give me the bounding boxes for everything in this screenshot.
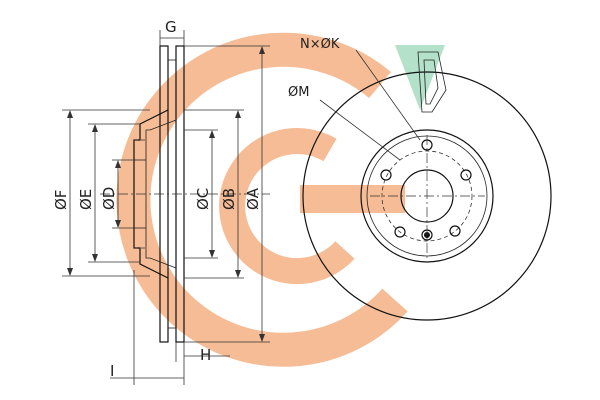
label-E: ØE <box>77 189 95 210</box>
vent-section-inner <box>423 59 439 105</box>
label-F: ØF <box>52 190 70 210</box>
vent-section <box>417 51 447 113</box>
disc-outer-edge <box>302 71 552 321</box>
label-K: N×ØK <box>300 37 340 52</box>
bolt-hole <box>380 169 392 181</box>
label-D: ØD <box>100 187 118 210</box>
bolt-hole <box>460 169 472 181</box>
label-B: ØB <box>220 188 238 210</box>
watermark-arc-inner <box>219 128 355 285</box>
leader-K <box>355 49 421 141</box>
label-G: G <box>165 18 177 36</box>
bolt-hole <box>449 225 461 237</box>
label-I: I <box>110 362 114 380</box>
label-M: ØM <box>288 85 309 100</box>
watermark-bar <box>300 185 405 213</box>
side-view <box>100 45 270 343</box>
label-C: ØC <box>194 188 212 210</box>
front-view <box>302 49 552 321</box>
label-A: ØA <box>244 187 262 210</box>
side-dimensions <box>62 30 270 385</box>
hat-section <box>133 109 169 279</box>
leader-M <box>319 99 401 161</box>
bolt-hole <box>394 226 406 238</box>
label-H: H <box>200 346 211 364</box>
hat-outer-circle <box>360 129 494 263</box>
bolt-circle <box>381 150 473 242</box>
